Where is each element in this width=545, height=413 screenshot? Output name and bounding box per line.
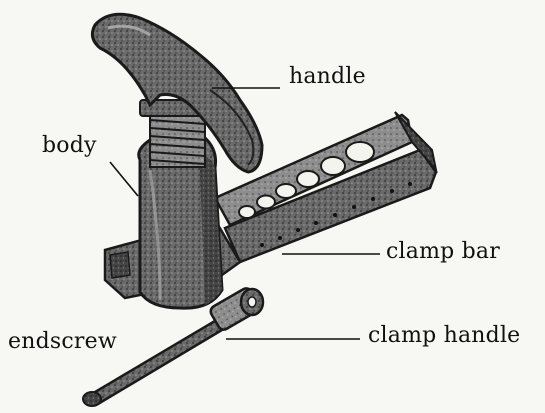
label-endscrew: endscrew — [8, 329, 117, 354]
label-handle: handle — [289, 64, 366, 89]
label-body: body — [42, 133, 97, 158]
label-clamp-bar: clamp bar — [386, 239, 500, 264]
leader-body — [110, 162, 138, 196]
label-clamp-handle: clamp handle — [368, 323, 520, 348]
